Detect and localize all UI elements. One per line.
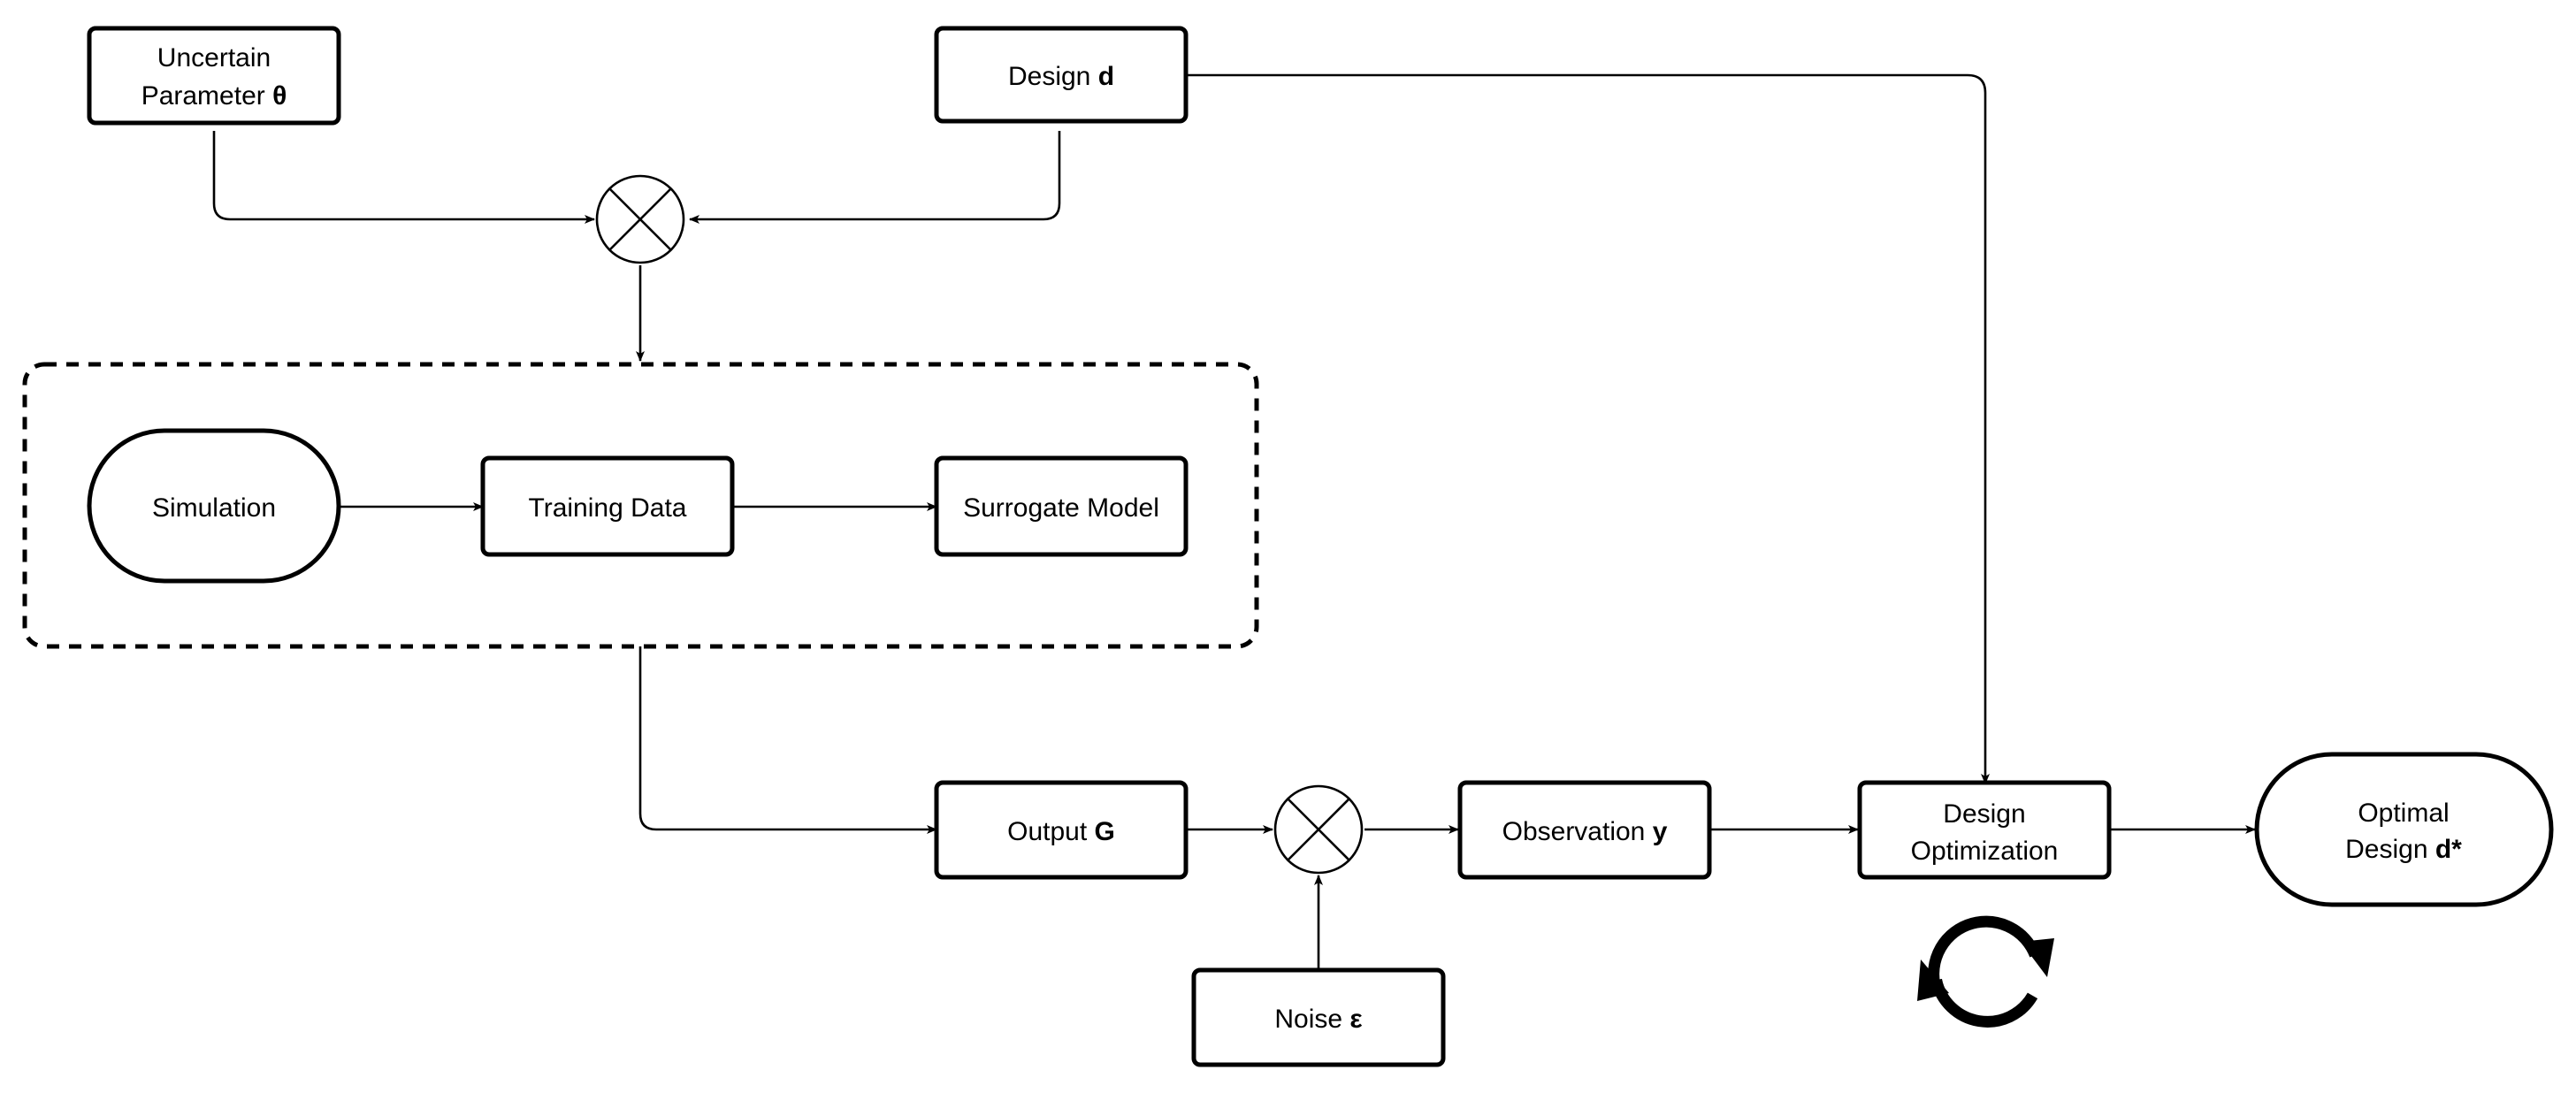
- simulation-label: Simulation: [152, 493, 276, 523]
- design-text: Design: [1008, 62, 1098, 91]
- theta-symbol: θ: [272, 81, 287, 111]
- node-uncertain-parameter[interactable]: Uncertain Parameter θ: [87, 26, 341, 126]
- optimal-design-symbol: d*: [2435, 835, 2462, 864]
- edge-group-to-output: [638, 646, 937, 834]
- optimal-design-line1: Optimal: [2358, 799, 2449, 828]
- node-optimal-design[interactable]: Optimal Design d*: [2254, 752, 2554, 907]
- uncertain-parameter-line2: Parameter θ: [141, 81, 287, 111]
- output-text: Output: [1007, 817, 1094, 846]
- edge-theta-to-combiner: [212, 131, 595, 224]
- training-data-label: Training Data: [529, 493, 687, 523]
- output-symbol: G: [1095, 817, 1115, 846]
- node-output[interactable]: Output G: [934, 780, 1189, 880]
- node-design-optimization[interactable]: Design Optimization: [1857, 780, 2112, 880]
- design-symbol: d: [1098, 62, 1114, 91]
- surrogate-group-boundary: [22, 362, 1259, 649]
- node-surrogate-model[interactable]: Surrogate Model: [934, 455, 1189, 557]
- optimal-design-line2: Design d*: [2345, 835, 2462, 864]
- design-optimization-line2: Optimization: [1911, 837, 2059, 866]
- noise-text: Noise: [1274, 1005, 1349, 1034]
- noise-label: Noise ε: [1274, 1005, 1362, 1034]
- noise-symbol: ε: [1349, 1005, 1362, 1034]
- design-label: Design d: [1008, 62, 1114, 91]
- node-simulation[interactable]: Simulation: [87, 428, 341, 584]
- edge-design-to-combiner: [689, 131, 1061, 224]
- node-observation[interactable]: Observation y: [1457, 780, 1712, 880]
- output-label: Output G: [1007, 817, 1115, 846]
- node-noise[interactable]: Noise ε: [1191, 967, 1446, 1067]
- optimal-design-text: Design: [2345, 835, 2435, 864]
- uncertain-parameter-line1: Uncertain: [157, 43, 271, 73]
- observation-symbol: y: [1653, 817, 1668, 846]
- observation-label: Observation y: [1502, 817, 1668, 846]
- combine-theta-d: [595, 174, 685, 264]
- refresh-cycle-icon: [1917, 915, 2054, 1028]
- design-optimization-line1: Design: [1943, 799, 2025, 829]
- combine-noise: [1273, 784, 1364, 875]
- surrogate-model-label: Surrogate Model: [963, 493, 1159, 523]
- observation-text: Observation: [1502, 817, 1653, 846]
- node-training-data[interactable]: Training Data: [480, 455, 735, 557]
- edge-design-to-optimization: [1185, 73, 1990, 784]
- uncertain-parameter-text: Parameter: [141, 81, 272, 111]
- node-design[interactable]: Design d: [934, 26, 1189, 124]
